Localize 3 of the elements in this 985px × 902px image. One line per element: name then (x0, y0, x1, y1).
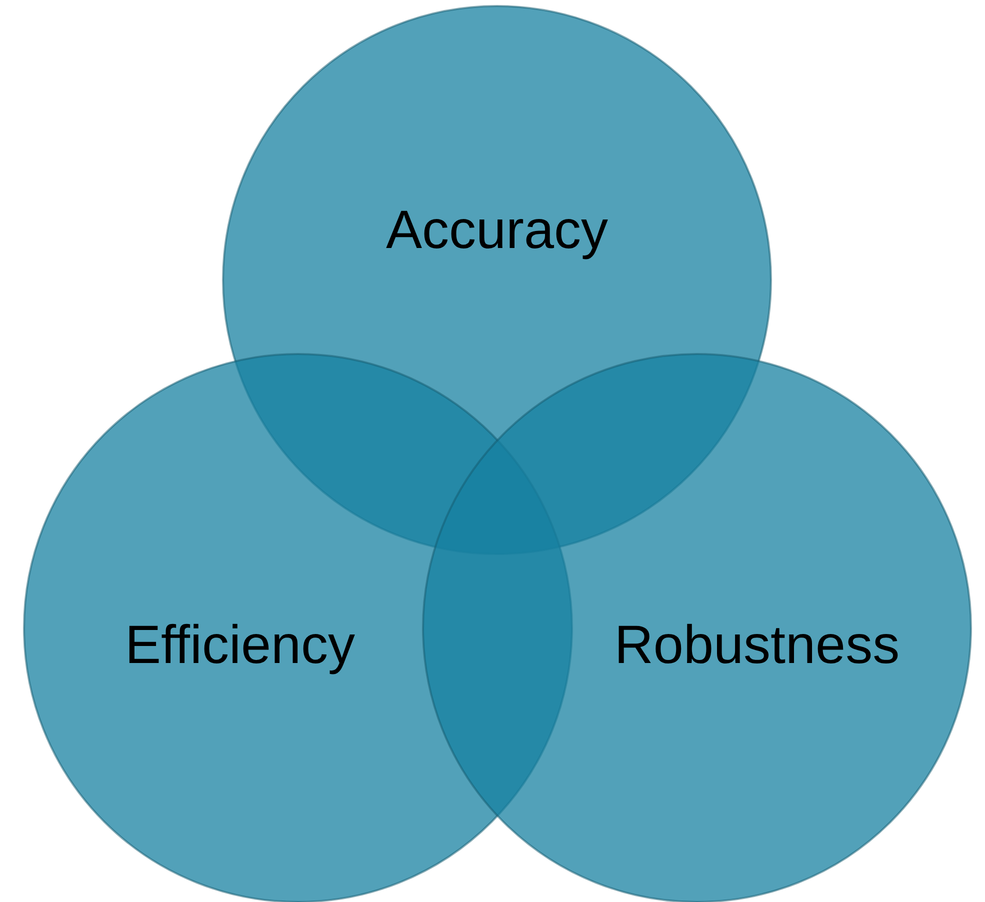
circle-label: Accuracy (386, 203, 608, 257)
circle-label: Efficiency (124, 618, 356, 672)
circle-label: Robustness (614, 618, 900, 672)
